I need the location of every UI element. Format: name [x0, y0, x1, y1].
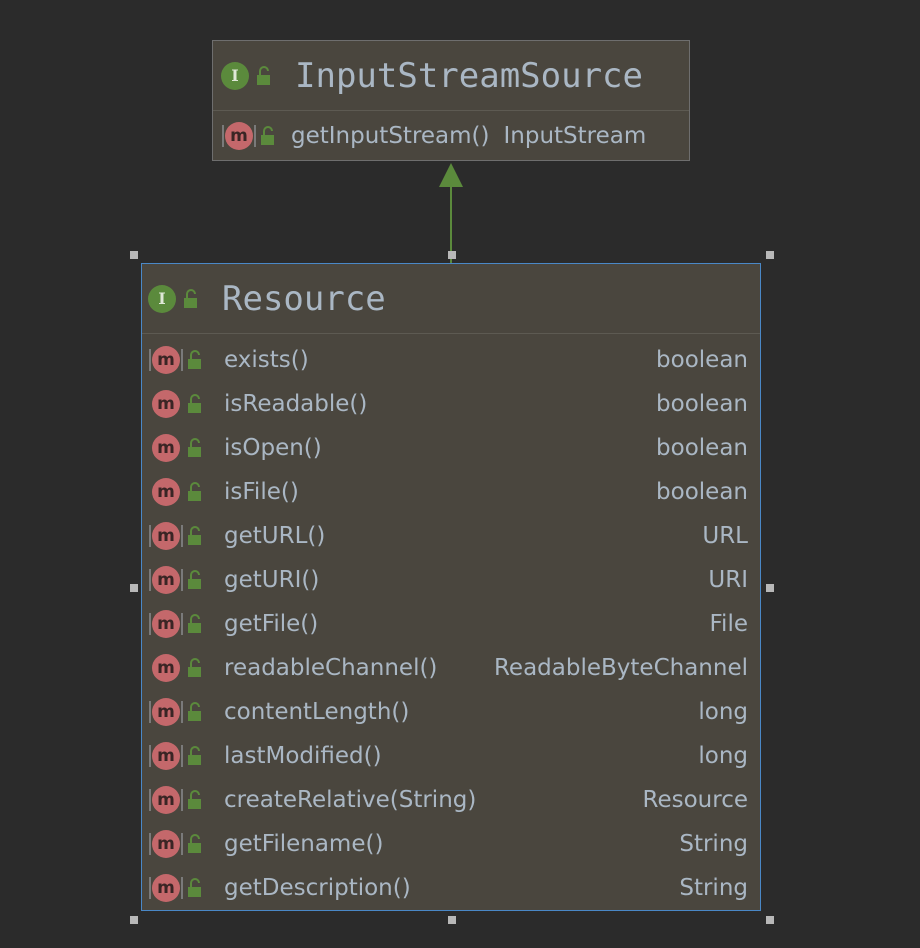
- abstract-method-icon: m: [149, 874, 183, 902]
- method-name: getURL(): [224, 523, 326, 549]
- method-row[interactable]: m exists() boolean: [142, 338, 760, 382]
- method-return-type: URL: [702, 523, 748, 549]
- abstract-method-icon: m: [149, 830, 183, 858]
- public-lock-icon: [186, 525, 204, 547]
- method-name: createRelative(String): [224, 787, 477, 813]
- method-row[interactable]: m lastModified() long: [142, 734, 760, 778]
- method-name: isReadable(): [224, 391, 368, 417]
- method-return-type: boolean: [656, 479, 748, 505]
- method-row[interactable]: m getURI() URI: [142, 558, 760, 602]
- method-name: lastModified(): [224, 743, 382, 769]
- method-return-type: String: [679, 875, 748, 901]
- public-lock-icon: [186, 481, 204, 503]
- public-lock-icon: [186, 789, 204, 811]
- public-lock-icon: [186, 701, 204, 723]
- public-lock-icon: [186, 569, 204, 591]
- abstract-method-icon: m: [149, 698, 183, 726]
- public-lock-icon: [259, 125, 277, 147]
- public-lock-icon: [186, 437, 204, 459]
- selection-handle[interactable]: [130, 251, 138, 259]
- method-name: contentLength(): [224, 699, 410, 725]
- method-name: getFilename(): [224, 831, 384, 857]
- method-row[interactable]: m isFile() boolean: [142, 470, 760, 514]
- method-name: getURI(): [224, 567, 320, 593]
- public-lock-icon: [186, 613, 204, 635]
- interface-icon: I: [148, 284, 176, 313]
- method-name: isFile(): [224, 479, 299, 505]
- node-header: I InputStreamSource: [213, 41, 689, 111]
- method-row[interactable]: m getDescription() String: [142, 866, 760, 910]
- method-name: isOpen(): [224, 435, 322, 461]
- method-return-type: File: [709, 611, 749, 637]
- method-name: getDescription(): [224, 875, 411, 901]
- public-lock-icon: [186, 657, 204, 679]
- method-row[interactable]: m contentLength() long: [142, 690, 760, 734]
- method-row[interactable]: m getFilename() String: [142, 822, 760, 866]
- abstract-method-icon: m: [149, 346, 183, 374]
- abstract-method-icon: m: [149, 522, 183, 550]
- node-title: InputStreamSource: [295, 55, 643, 96]
- method-row[interactable]: m readableChannel() ReadableByteChannel: [142, 646, 760, 690]
- method-return-type: boolean: [656, 347, 748, 373]
- method-row[interactable]: m getFile() File: [142, 602, 760, 646]
- method-return-type: Resource: [642, 787, 748, 813]
- public-lock-icon: [186, 349, 204, 371]
- selection-handle[interactable]: [448, 916, 456, 924]
- abstract-method-icon: m: [149, 610, 183, 638]
- selection-handle[interactable]: [766, 916, 774, 924]
- public-lock-icon: [255, 65, 273, 87]
- method-name: getInputStream(): [291, 123, 490, 149]
- public-lock-icon: [186, 745, 204, 767]
- selection-handle[interactable]: [130, 916, 138, 924]
- method-return-type: String: [679, 831, 748, 857]
- method-icon: m: [152, 434, 180, 462]
- method-return-type: boolean: [656, 391, 748, 417]
- method-return-type: boolean: [656, 435, 748, 461]
- abstract-method-icon: m: [149, 786, 183, 814]
- public-lock-icon: [182, 288, 200, 310]
- selection-handle[interactable]: [130, 584, 138, 592]
- method-row[interactable]: m getURL() URL: [142, 514, 760, 558]
- public-lock-icon: [186, 833, 204, 855]
- method-name: getFile(): [224, 611, 319, 637]
- method-return-type: ReadableByteChannel: [493, 655, 748, 681]
- method-return-type: URI: [708, 567, 748, 593]
- method-row[interactable]: m isOpen() boolean: [142, 426, 760, 470]
- abstract-method-icon: m: [222, 122, 256, 150]
- method-row[interactable]: m isReadable() boolean: [142, 382, 760, 426]
- arrowhead-icon: [439, 163, 463, 187]
- method-icon: m: [152, 478, 180, 506]
- node-header: I Resource: [142, 264, 760, 334]
- method-return-type: long: [698, 699, 748, 725]
- method-list: m exists() boolean m isReadable() boolean m isO…: [142, 334, 760, 910]
- abstract-method-icon: m: [149, 742, 183, 770]
- method-return-type: long: [698, 743, 748, 769]
- class-node-inputstreamsource[interactable]: I InputStreamSource m getInputStream() I…: [212, 40, 690, 161]
- selection-handle[interactable]: [766, 584, 774, 592]
- class-node-resource[interactable]: I Resource m exists() boolean m isReadable()…: [141, 263, 761, 911]
- method-name: readableChannel(): [224, 655, 438, 681]
- method-icon: m: [152, 654, 180, 682]
- method-return-type: InputStream: [503, 123, 647, 149]
- public-lock-icon: [186, 877, 204, 899]
- public-lock-icon: [186, 393, 204, 415]
- node-title: Resource: [222, 278, 386, 319]
- method-row[interactable]: m createRelative(String) Resource: [142, 778, 760, 822]
- method-row[interactable]: m getInputStream() InputStream: [213, 111, 689, 161]
- abstract-method-icon: m: [149, 566, 183, 594]
- method-name: exists(): [224, 347, 309, 373]
- selection-handle[interactable]: [448, 251, 456, 259]
- interface-icon: I: [221, 61, 249, 90]
- method-icon: m: [152, 390, 180, 418]
- selection-handle[interactable]: [766, 251, 774, 259]
